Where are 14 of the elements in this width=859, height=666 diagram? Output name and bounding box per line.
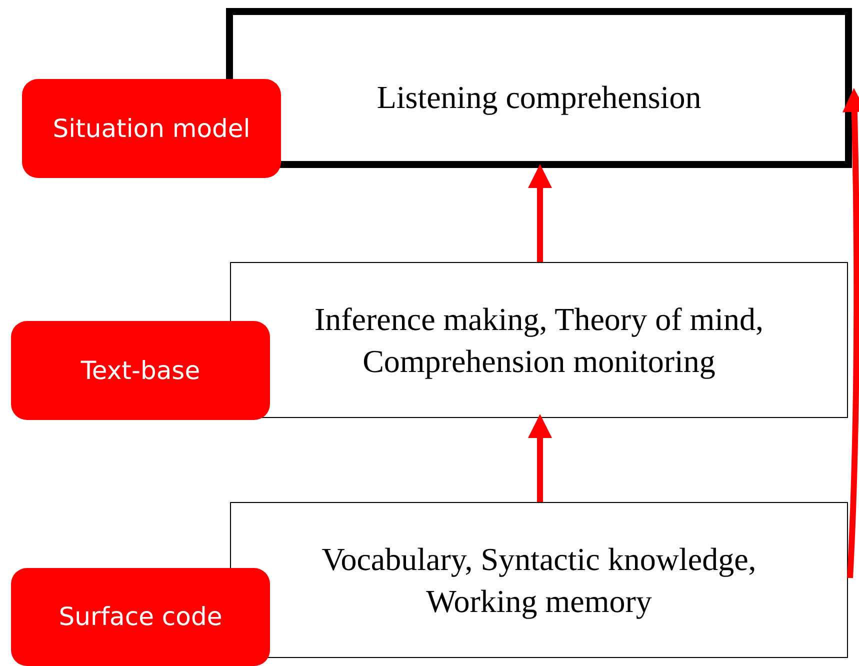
- tag-label: Surface code: [58, 601, 222, 634]
- level-tag: [22, 79, 281, 178]
- level-tag: [11, 321, 270, 420]
- arrow: [528, 414, 552, 502]
- arrow: [842, 88, 859, 578]
- tag-label: Situation model: [52, 112, 250, 145]
- concept-box: [230, 262, 848, 418]
- level-tag: [11, 568, 270, 666]
- box-text: Listening comprehension: [376, 78, 702, 117]
- arrow: [528, 164, 552, 262]
- tag-label: Text-base: [80, 354, 200, 387]
- concept-box: [230, 502, 848, 658]
- box-text: Vocabulary, Syntactic knowledge, Working memory: [320, 540, 758, 621]
- box-text: Inference making, Theory of mind, Comprehension monitoring: [313, 300, 765, 381]
